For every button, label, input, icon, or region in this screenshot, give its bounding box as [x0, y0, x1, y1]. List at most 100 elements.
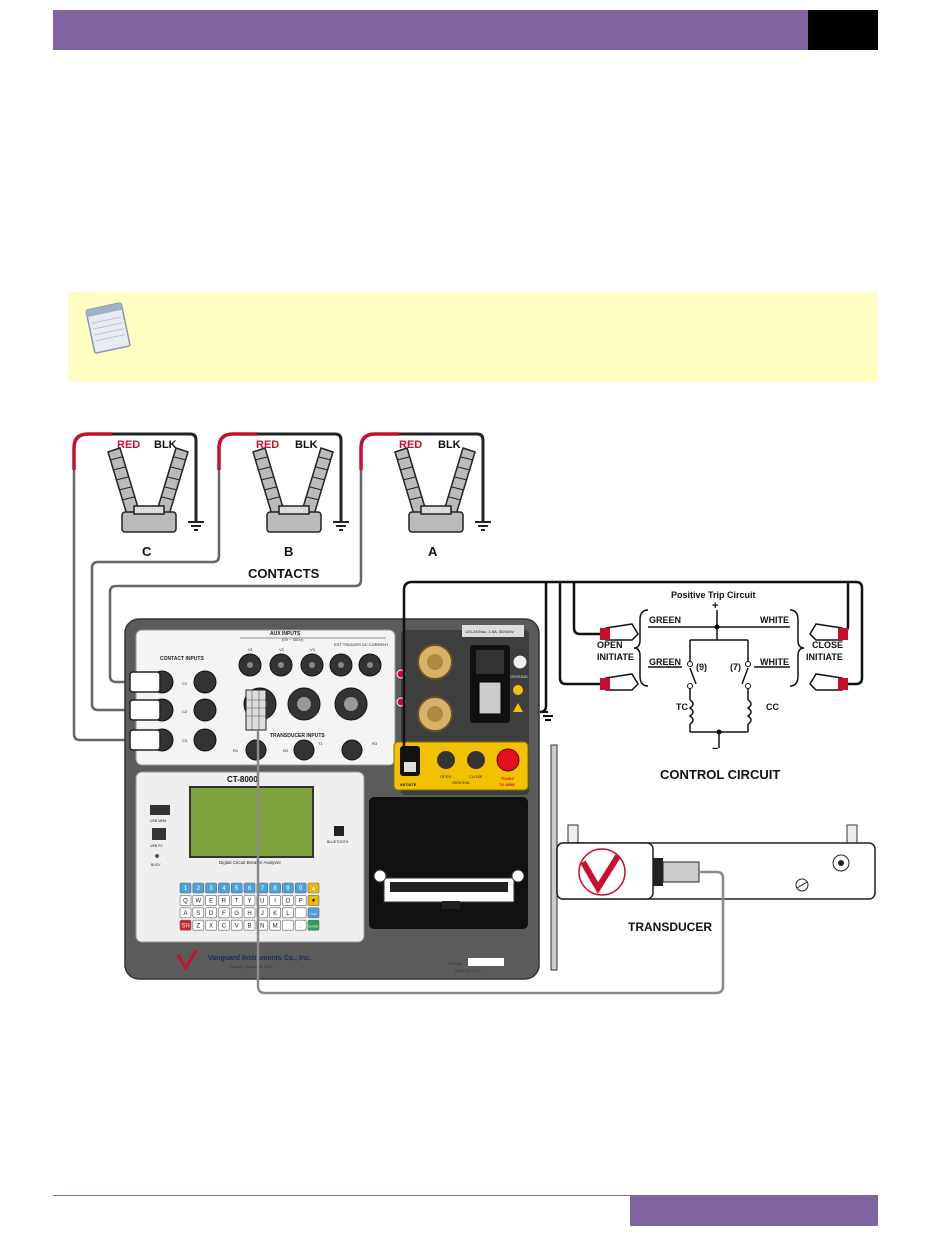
keypad-key[interactable]: T	[230, 895, 243, 906]
keypad-key[interactable]: V	[230, 919, 243, 931]
close-initiate-label-2: INITIATE	[806, 652, 843, 662]
alligator-clips	[605, 623, 843, 691]
phase-label-b: B	[284, 544, 293, 559]
keypad-key-label: G	[234, 911, 239, 917]
keypad-key[interactable]: Z	[192, 919, 205, 931]
keypad-key[interactable]: SH	[179, 919, 192, 931]
close-label: CLOSE	[469, 774, 483, 779]
aux-range-label: (0V ~ 300V)	[282, 637, 304, 642]
keypad-key-label: Q	[183, 899, 188, 905]
phase-label-c: C	[142, 544, 152, 559]
contact-inputs-label: CONTACT INPUTS	[160, 656, 204, 662]
keypad-key-label: 1	[184, 886, 188, 892]
trans-col-r3: R3	[372, 741, 378, 746]
keypad-key[interactable]: X	[205, 919, 217, 931]
breaker-a: RED BLK A	[359, 432, 491, 559]
blk-lead-label-c: BLK	[154, 439, 177, 451]
header-page-box	[808, 10, 878, 50]
minus-label: −	[712, 743, 718, 755]
keypad-key[interactable]: E	[205, 895, 217, 906]
keypad-key-label: B	[247, 923, 251, 929]
keypad-key[interactable]: Y	[243, 895, 256, 906]
open-initiate-label-2: INITIATE	[597, 652, 634, 662]
header-bar	[53, 10, 808, 50]
transducer-inputs-label: TRANSDUCER INPUTS	[270, 733, 325, 739]
keypad-key[interactable]: 3	[205, 882, 217, 894]
open-initiate-label-1: OPEN	[597, 640, 623, 650]
blk-lead-label-b: BLK	[295, 439, 318, 451]
keypad-key-label: H	[247, 911, 251, 917]
keypad-key[interactable]: H	[243, 907, 256, 919]
keypad-key-label: 9	[286, 886, 290, 892]
keypad-key[interactable]: L	[282, 907, 294, 919]
keypad-key[interactable]: D	[205, 907, 217, 919]
notepad-icon	[85, 302, 131, 354]
keypad-key[interactable]: P	[294, 895, 307, 906]
contact-row-c2: C2	[182, 709, 188, 714]
keypad-key-label: ▲	[311, 886, 317, 892]
keypad-key[interactable]: K	[269, 907, 281, 919]
busy-label: BUSY	[151, 863, 161, 867]
keypad-key-label: I	[274, 899, 276, 905]
keypad-key[interactable]: I	[269, 895, 281, 906]
keypad-key[interactable]: O	[282, 895, 294, 906]
keypad-key[interactable]: 6	[243, 882, 256, 894]
keypad-key-label: 7	[261, 886, 265, 892]
keypad-key[interactable]: 1	[179, 882, 192, 894]
keypad-key[interactable]: Q	[179, 895, 192, 906]
transducer-cable	[256, 730, 725, 995]
keypad-key[interactable]: 5	[230, 882, 243, 894]
bluetooth-label: BLUETOOTH	[327, 840, 349, 844]
keypad-key[interactable]: 2	[192, 882, 205, 894]
keypad-key[interactable]: G	[230, 907, 243, 919]
keypad-key[interactable]: .	[294, 919, 307, 931]
keypad-key-label: F	[222, 911, 226, 917]
keypad-key[interactable]: F	[218, 907, 230, 919]
green-label-2: GREEN	[649, 657, 681, 667]
keypad-key[interactable]: ▲	[307, 882, 320, 894]
keypad-key-label: R	[222, 899, 227, 905]
keypad-key[interactable]: R	[218, 895, 230, 906]
keypad-key-label: E	[209, 899, 213, 905]
keypad-key[interactable]: 8	[269, 882, 281, 894]
aux-col-v2: V2	[279, 647, 285, 652]
keypad-key-label: A	[183, 911, 187, 917]
usb-mem-label: USB MEM	[150, 819, 166, 823]
keypad-key[interactable]: W	[192, 895, 205, 906]
trip-close-schematic	[648, 610, 790, 748]
white-label-1: WHITE	[760, 615, 789, 625]
keypad-key[interactable]: CLR	[307, 907, 320, 919]
company-label: Vanguard Instruments Co., Inc.	[208, 955, 311, 962]
keypad-key[interactable]: ▼	[307, 895, 320, 906]
keypad-key[interactable]: ENTER	[307, 919, 319, 931]
keypad-key-label: ▼	[311, 899, 317, 905]
arm-label-2: TO ARM	[499, 782, 515, 787]
keypad-key[interactable]	[282, 919, 294, 931]
keypad-key[interactable]: A	[179, 907, 192, 919]
red-lead-label-c: RED	[117, 439, 140, 451]
arm-label-1: "PUSH"	[500, 776, 515, 781]
phase-label-a: A	[428, 544, 438, 559]
ct-8000-analyzer: CONTACT INPUTS AUX INPUTS (0V ~ 300V) V1…	[124, 618, 540, 980]
keypad-key[interactable]: 9	[282, 882, 294, 894]
keypad-key-label: V	[235, 923, 239, 929]
keypad-key[interactable]: C	[218, 919, 230, 931]
keypad-key-label: M	[273, 923, 278, 929]
tc-label: TC	[676, 702, 688, 712]
keypad-key[interactable]	[294, 907, 307, 919]
note-box	[68, 292, 878, 382]
white-label-2: WHITE	[760, 657, 789, 667]
keypad-key-label: L	[286, 911, 290, 917]
keypad-key[interactable]: 0	[294, 882, 307, 894]
positive-trip-title: Positive Trip Circuit	[671, 590, 756, 600]
red-lead-label-a: RED	[399, 439, 422, 451]
keypad-key[interactable]: S	[192, 907, 205, 919]
keypad-key[interactable]: B	[243, 919, 256, 931]
contact-cables	[72, 470, 363, 742]
contacts-label: CONTACTS	[248, 566, 320, 581]
keypad-key[interactable]: M	[269, 919, 281, 931]
keypad-key-label: SH	[181, 923, 189, 929]
keypad-key-label: D	[209, 911, 214, 917]
keypad-key[interactable]: 4	[218, 882, 230, 894]
